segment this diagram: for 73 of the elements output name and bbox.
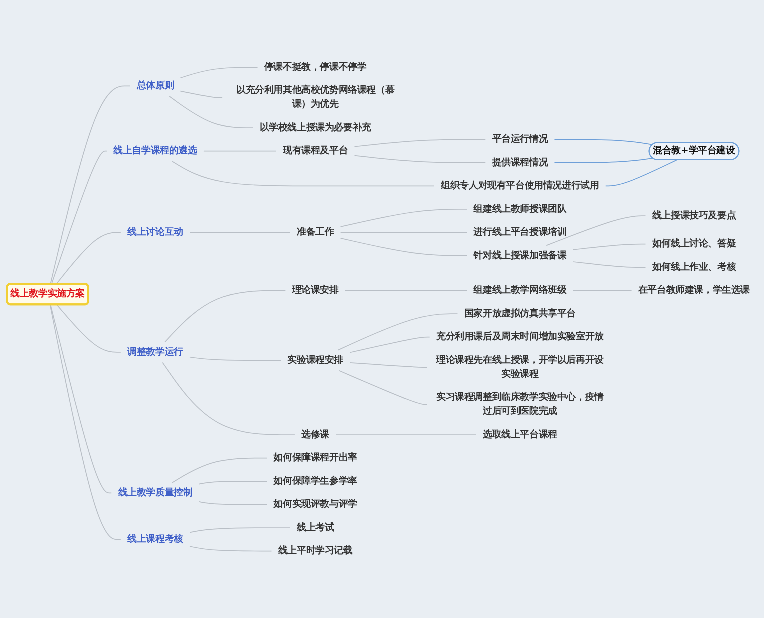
node-text: 如何线上讨论、答疑 <box>652 238 736 249</box>
node-text: 以学校线上授课为必要补充 <box>260 122 372 133</box>
node-text: 线上教学质量控制 <box>118 487 193 498</box>
connector <box>162 362 296 435</box>
node-text: 现有课程及平台 <box>283 145 348 156</box>
connector <box>350 362 428 368</box>
connector <box>50 304 112 494</box>
node-text: 调整教学运行 <box>128 346 184 357</box>
node-text: 组建线上教师授课团队 <box>474 203 567 214</box>
node-text: 组建线上教学网络班级 <box>474 284 567 296</box>
connector <box>180 90 223 98</box>
connector <box>164 290 286 342</box>
node-text: 准备工作 <box>296 226 334 238</box>
node-text: 如何实现评教与评学 <box>274 498 358 510</box>
connector <box>354 154 486 163</box>
node-text: 停课不挺教，停课不停学 <box>264 62 367 72</box>
node-text: 线上平时学习记载 <box>278 545 353 556</box>
connector <box>51 150 108 284</box>
node-text: 总体原则 <box>136 80 174 91</box>
node-text: 如何保障课程开出率 <box>274 452 358 463</box>
connector <box>572 261 646 268</box>
node-text: 进行线上平台授课培训 <box>474 226 567 238</box>
connector <box>50 304 122 540</box>
connector <box>56 304 122 352</box>
node-text: 以充分利用其他高校优势网络课程（慕课）为优先 <box>236 84 395 110</box>
connector <box>350 336 430 353</box>
connector <box>180 66 258 78</box>
node-text: 线上考试 <box>296 522 334 533</box>
node-text: 实习课程调整到临床教学实验中心，疫情过后可到医院完成 <box>436 392 604 416</box>
connector <box>190 232 291 233</box>
connector <box>340 238 468 256</box>
node-text: 线上自学课程的遴选 <box>114 145 198 156</box>
connector <box>172 457 268 483</box>
node-text: 选取线上平台课程 <box>482 428 558 440</box>
node-text: 组织专人对现有平台使用情况进行试用 <box>441 180 600 191</box>
node-text: 充分利用课后及周末时间增加实验室开放 <box>436 331 604 342</box>
connector <box>554 158 654 163</box>
connector <box>50 85 131 284</box>
node-text: 理论课安排 <box>292 284 339 296</box>
node-text: 线上讨论互动 <box>128 226 184 238</box>
connector <box>172 160 435 186</box>
node-text: 线上课程考核 <box>128 534 184 544</box>
connector <box>338 370 428 405</box>
connector <box>605 159 678 186</box>
node-text: 理论课程先在线上授课，开学以后再开设实验课程 <box>436 354 604 380</box>
connector <box>190 546 272 552</box>
connector <box>572 243 646 250</box>
connector <box>554 138 654 145</box>
node-text: 国家开放虚拟仿真共享平台 <box>464 308 576 319</box>
node-text: 如何保障学生参学率 <box>274 475 358 486</box>
connector <box>169 96 254 128</box>
connector <box>340 232 468 233</box>
connector <box>198 501 268 505</box>
connector <box>345 290 468 291</box>
node-text: 如何线上作业、考核 <box>652 261 736 272</box>
connector <box>340 208 468 227</box>
node-text: 提供课程情况 <box>492 156 548 168</box>
connector <box>336 434 477 435</box>
connector <box>572 290 632 291</box>
node-text: 线上授课技巧及要点 <box>652 210 736 221</box>
connector <box>546 215 646 246</box>
connector <box>338 313 458 350</box>
node-text: 在平台教师建课，学生选课 <box>638 284 750 296</box>
connector <box>56 232 122 284</box>
connector <box>354 138 486 147</box>
connector <box>198 480 268 484</box>
node-text: 针对线上授课加强备课 <box>474 250 567 260</box>
node-text: 实验课程安排 <box>288 354 344 366</box>
connector <box>190 527 291 533</box>
connector <box>204 150 277 152</box>
node-text: 选修课 <box>302 428 330 440</box>
connector <box>190 356 282 361</box>
node-text: 平台运行情况 <box>492 134 548 144</box>
